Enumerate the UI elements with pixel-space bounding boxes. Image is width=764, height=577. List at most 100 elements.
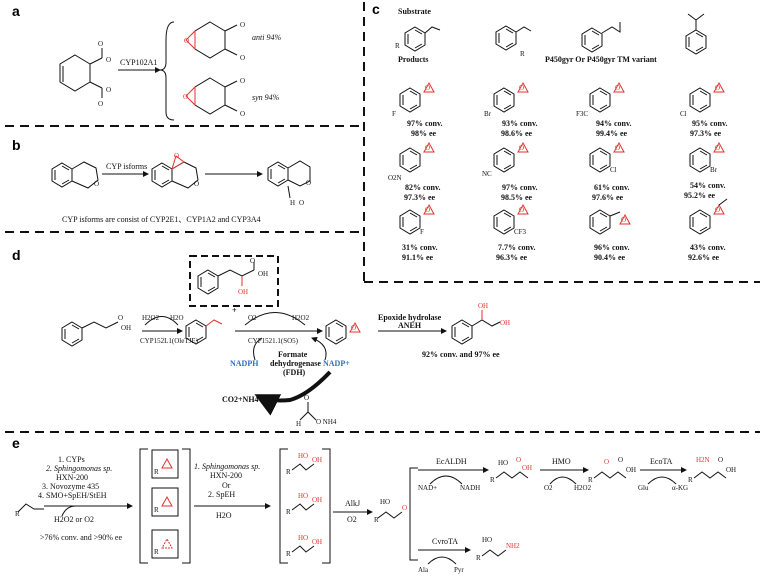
panel-e-glu: Glu [638, 484, 649, 492]
panel-d-byproduct: OOH OH [197, 257, 268, 296]
panel-d-hydrolase-1: Epoxide hydrolase [378, 313, 442, 322]
panel-e-oxidant-arrow [61, 505, 77, 517]
svg-text:98.6% ee: 98.6% ee [501, 129, 533, 138]
panel-d-cycle-1 [144, 316, 179, 326]
svg-text:CF3: CF3 [514, 228, 527, 236]
svg-text:NC: NC [482, 170, 492, 178]
svg-text:O: O [306, 179, 311, 187]
panel-d-formate: HO O NH4 [296, 394, 337, 428]
panel-d-enzyme-left: CYP152L1(OleTJE) [140, 337, 199, 345]
svg-text:O: O [106, 86, 111, 94]
panel-d-formate-label: O NH4 [316, 418, 337, 426]
panel-b-footnote: CYP isforms are consist of CYP2E1、CYP1A2… [62, 215, 261, 224]
panel-d-h2o2-right: H2O2 [292, 314, 310, 322]
panel-d-fdh-1: Formate [278, 350, 308, 359]
svg-text:97% conv.: 97% conv. [407, 119, 443, 128]
panel-e-branch [409, 467, 418, 561]
svg-text:O: O [304, 394, 309, 402]
panel-d-label: d [12, 247, 21, 263]
svg-text:O: O [240, 77, 245, 85]
panel-e-ecaldh: EcALDH [436, 457, 467, 466]
svg-text:O: O [516, 456, 521, 464]
panel-e-bracket-left-2 [279, 448, 288, 564]
svg-text:R: R [154, 468, 159, 476]
panel-e-nh2: NH2 [506, 542, 520, 550]
svg-text:OH: OH [626, 466, 636, 474]
svg-text:O: O [240, 54, 245, 62]
svg-text:Br: Br [484, 110, 492, 118]
panel-d-enzyme-right: CYP1521.1(SO5) [248, 337, 299, 345]
svg-text:O: O [184, 37, 189, 45]
svg-text:O: O [299, 199, 304, 207]
svg-text:OH: OH [312, 538, 322, 546]
svg-text:F3C: F3C [576, 110, 588, 118]
svg-text:97.6% ee: 97.6% ee [592, 193, 624, 202]
panel-c-product-3: F3C [576, 82, 625, 118]
panel-e-nad: NAD+ [418, 484, 437, 492]
svg-text:HO: HO [498, 459, 508, 467]
svg-text:O: O [604, 458, 609, 466]
svg-text:96.3% ee: 96.3% ee [496, 253, 528, 262]
svg-text:R: R [286, 550, 291, 558]
svg-text:O: O [718, 456, 723, 464]
panel-c-label: c [372, 1, 380, 17]
svg-text:R: R [490, 476, 495, 484]
svg-text:95% conv.: 95% conv. [692, 119, 728, 128]
panel-e-yield: >76% conv. and >90% ee [40, 533, 122, 542]
panel-e-cycle-ecota [647, 476, 677, 485]
svg-text:91.1% ee: 91.1% ee [402, 253, 434, 262]
panel-e-ecota: EcoTA [650, 457, 673, 466]
svg-text:O: O [250, 257, 255, 265]
panel-c-substrate-label: Substrate [398, 7, 431, 16]
panel-e-oxidant: H2O2 or O2 [54, 515, 94, 524]
svg-text:99.4% ee: 99.4% ee [596, 129, 628, 138]
panel-e-bracket-right-2 [322, 448, 331, 564]
panel-e-cycle-ecaldh [429, 475, 463, 485]
svg-text:OH: OH [312, 456, 322, 464]
panel-d-substrate: OOH [61, 314, 131, 347]
svg-text:F: F [420, 228, 424, 236]
panel-c-product-grid: F Br F3C Cl O2N NC Cl Br F CF3 [388, 82, 728, 236]
svg-text:94% conv.: 94% conv. [596, 119, 632, 128]
svg-text:98% ee: 98% ee [411, 129, 437, 138]
panel-d-o2: O2 [248, 314, 257, 322]
svg-text:2. SpEH: 2. SpEH [208, 490, 235, 499]
panel-d-diol: OH OH [451, 302, 510, 345]
panel-e-bracket-left-1 [139, 448, 148, 564]
panel-e-cycle-cvrota [427, 556, 457, 565]
panel-a-substrate: OO OO [59, 40, 111, 108]
svg-text:OH: OH [726, 466, 736, 474]
panel-e-alkene: R [15, 503, 44, 518]
svg-text:90.4% ee: 90.4% ee [594, 253, 626, 262]
svg-text:OH: OH [312, 496, 322, 504]
panel-d-fdh-2: dehydrogenase [270, 359, 321, 368]
panel-c-product-10: CF3 [493, 204, 529, 236]
svg-text:HO: HO [298, 452, 308, 460]
svg-text:O2N: O2N [388, 174, 402, 182]
panel-e-hmo: HMO [552, 457, 571, 466]
svg-text:43% conv.: 43% conv. [690, 243, 726, 252]
svg-text:OH: OH [500, 319, 510, 327]
svg-text:93% conv.: 93% conv. [502, 119, 538, 128]
panel-b-substrate: O [51, 161, 99, 189]
panel-d-styrene [185, 319, 223, 345]
svg-text:R: R [374, 516, 379, 524]
panel-e-label: e [12, 435, 20, 451]
panel-d-byproduct-box [189, 255, 279, 307]
svg-text:O: O [106, 56, 111, 64]
svg-text:O: O [618, 456, 623, 464]
svg-text:31% conv.: 31% conv. [402, 243, 438, 252]
svg-text:O: O [240, 110, 245, 118]
panel-e-o2: O2 [347, 515, 357, 524]
panel-a-syn-result: syn 94% [252, 93, 280, 102]
svg-text:R: R [154, 548, 159, 556]
panel-e-bracket-right-1 [182, 448, 191, 564]
svg-text:96% conv.: 96% conv. [594, 243, 630, 252]
panel-d-result: 92% conv. and 97% ee [422, 350, 500, 359]
panel-a-syn-product: O O O [183, 77, 245, 118]
panel-c-product-6: NC [482, 142, 529, 178]
svg-text:H: H [290, 199, 295, 207]
